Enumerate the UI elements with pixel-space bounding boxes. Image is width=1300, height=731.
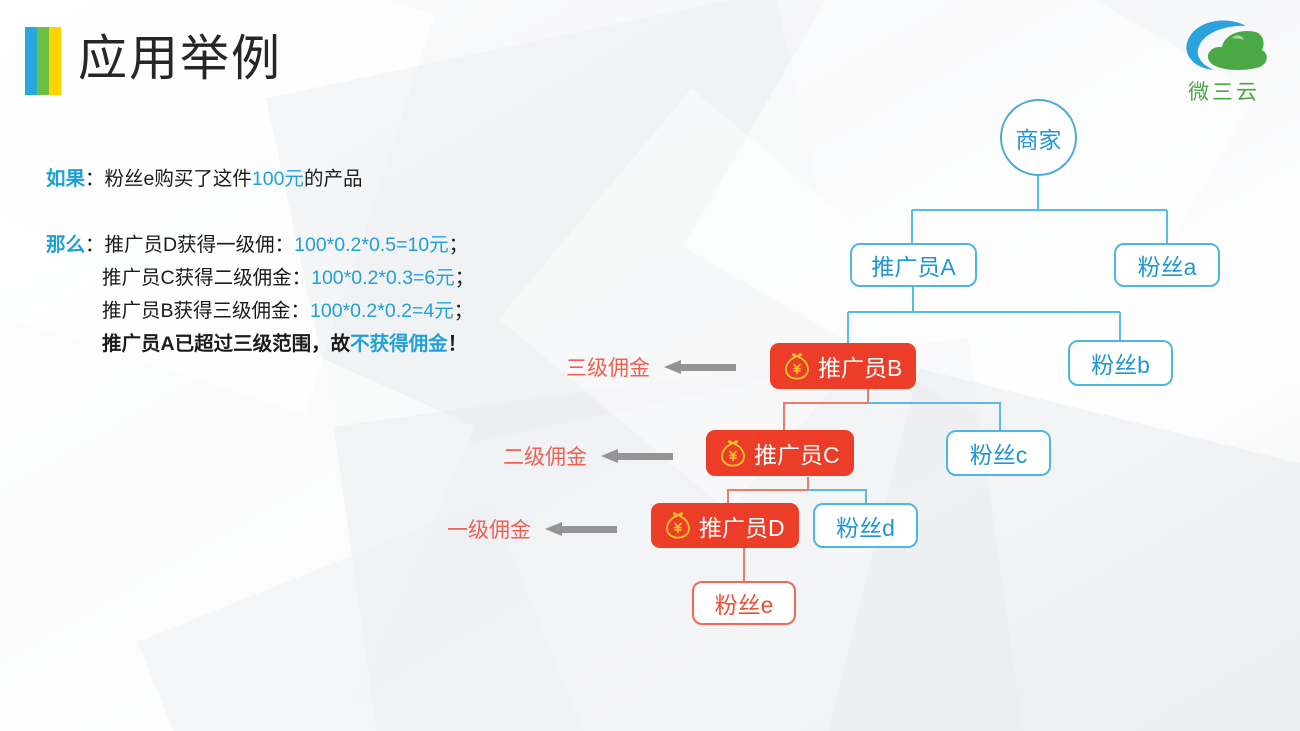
explanation-line-tail: ； <box>448 234 469 256</box>
explanation-colon: ： <box>85 168 105 190</box>
explanation-line-label: 推广员B获得三级佣金 <box>102 300 291 322</box>
explanation-if-text-b: 的产品 <box>303 168 363 190</box>
commission-label: 二级佣金 <box>503 446 587 469</box>
tree-node-label: 粉丝a <box>1137 254 1197 280</box>
commission-level-2: 二级佣金 <box>503 441 673 471</box>
explanation-if-text-a: 粉丝e购买了这件 <box>104 168 252 190</box>
tree-node-fan-d[interactable]: 粉丝d <box>813 503 918 548</box>
cloud-logo-icon <box>1186 20 1267 70</box>
explanation-line-colon: ： <box>274 234 295 256</box>
tree-node-label: 推广员C <box>754 442 840 468</box>
title-bar-green <box>37 27 49 95</box>
explanation-then-key: 那么 <box>46 234 86 256</box>
explanation-line-tail: ； <box>454 267 475 289</box>
title-bar-yellow <box>49 27 61 95</box>
explanation-conclusion-a: 推广员A已超过三级范围，故 <box>102 333 351 355</box>
tree-node-label: 推广员A <box>871 254 956 280</box>
arrow-left-icon <box>545 522 617 536</box>
tree-node-label: 粉丝b <box>1091 352 1150 378</box>
explanation-if-line: 如果 ： 粉丝e购买了这件 100元 的产品 <box>46 168 566 190</box>
title-accent-bars <box>25 27 61 95</box>
explanation-then-line-2: 推广员C获得二级佣金 ： 100*0.2*0.3=6元 ； <box>102 267 566 289</box>
commission-label: 一级佣金 <box>447 519 531 542</box>
explanation-conclusion-line: 推广员A已超过三级范围，故 不获得佣金 ！ <box>102 333 566 355</box>
explanation-block: 如果 ： 粉丝e购买了这件 100元 的产品 那么 ： 推广员D获得一级佣 ： … <box>46 168 566 366</box>
explanation-indented-lines: 推广员C获得二级佣金 ： 100*0.2*0.3=6元 ； 推广员B获得三级佣金… <box>46 267 566 355</box>
tree-node-label: 推广员D <box>699 514 785 541</box>
money-bag-icon <box>785 352 809 379</box>
arrow-left-icon <box>601 449 673 463</box>
arrow-left-icon <box>664 360 736 374</box>
brand-logo-text: 微三云 <box>1188 81 1260 104</box>
tree-node-label: 推广员B <box>818 355 903 381</box>
explanation-if-amount: 100元 <box>251 168 304 190</box>
tree-node-label: 粉丝d <box>836 514 895 541</box>
title-bar-blue <box>25 27 37 95</box>
explanation-then-block: 那么 ： 推广员D获得一级佣 ： 100*0.2*0.5=10元 ； 推广员C获… <box>46 234 566 355</box>
tree-node-promoter-c[interactable]: 推广员C <box>706 430 854 476</box>
tree-node-fan-e[interactable]: 粉丝e <box>692 581 796 625</box>
explanation-colon: ： <box>85 234 105 256</box>
brand-logo: 微三云 <box>1170 14 1278 106</box>
explanation-line-formula: 100*0.2*0.3=6元 <box>311 267 455 289</box>
slide-header: 应用举例 微三云 <box>0 0 1300 110</box>
tree-node-fan-c[interactable]: 粉丝c <box>946 430 1051 476</box>
tree-node-fan-a[interactable]: 粉丝a <box>1114 243 1220 287</box>
explanation-conclusion-b: ！ <box>447 333 468 355</box>
commission-level-1: 一级佣金 <box>447 514 617 544</box>
explanation-then-line-3: 推广员B获得三级佣金 ： 100*0.2*0.2=4元 ； <box>102 300 566 322</box>
tree-node-fan-b[interactable]: 粉丝b <box>1068 340 1173 386</box>
page-title: 应用举例 <box>78 32 283 86</box>
tree-node-label: 粉丝e <box>714 592 774 618</box>
explanation-conclusion-highlight: 不获得佣金 <box>350 333 448 355</box>
explanation-line-label: 推广员D获得一级佣 <box>104 234 275 256</box>
tree-node-merchant[interactable]: 商家 <box>1000 99 1077 176</box>
explanation-if-key: 如果 <box>46 168 86 190</box>
tree-node-promoter-a[interactable]: 推广员A <box>850 243 977 287</box>
explanation-line-colon: ： <box>290 300 311 322</box>
explanation-line-tail: ； <box>453 300 474 322</box>
explanation-line-formula: 100*0.2*0.2=4元 <box>310 300 454 322</box>
tree-node-label: 商家 <box>1015 126 1062 153</box>
tree-node-promoter-b[interactable]: 推广员B <box>770 343 917 389</box>
money-bag-icon <box>666 512 690 539</box>
explanation-then-line-1: 那么 ： 推广员D获得一级佣 ： 100*0.2*0.5=10元 ； <box>46 234 566 256</box>
commission-level-3: 三级佣金 <box>566 352 736 382</box>
explanation-line-formula: 100*0.2*0.5=10元 <box>294 234 449 256</box>
explanation-line-colon: ： <box>291 267 312 289</box>
money-bag-icon <box>721 439 745 466</box>
explanation-line-label: 推广员C获得二级佣金 <box>102 267 292 289</box>
tree-node-promoter-d[interactable]: 推广员D <box>651 503 799 548</box>
commission-label: 三级佣金 <box>566 357 650 380</box>
tree-node-label: 粉丝c <box>969 442 1028 468</box>
